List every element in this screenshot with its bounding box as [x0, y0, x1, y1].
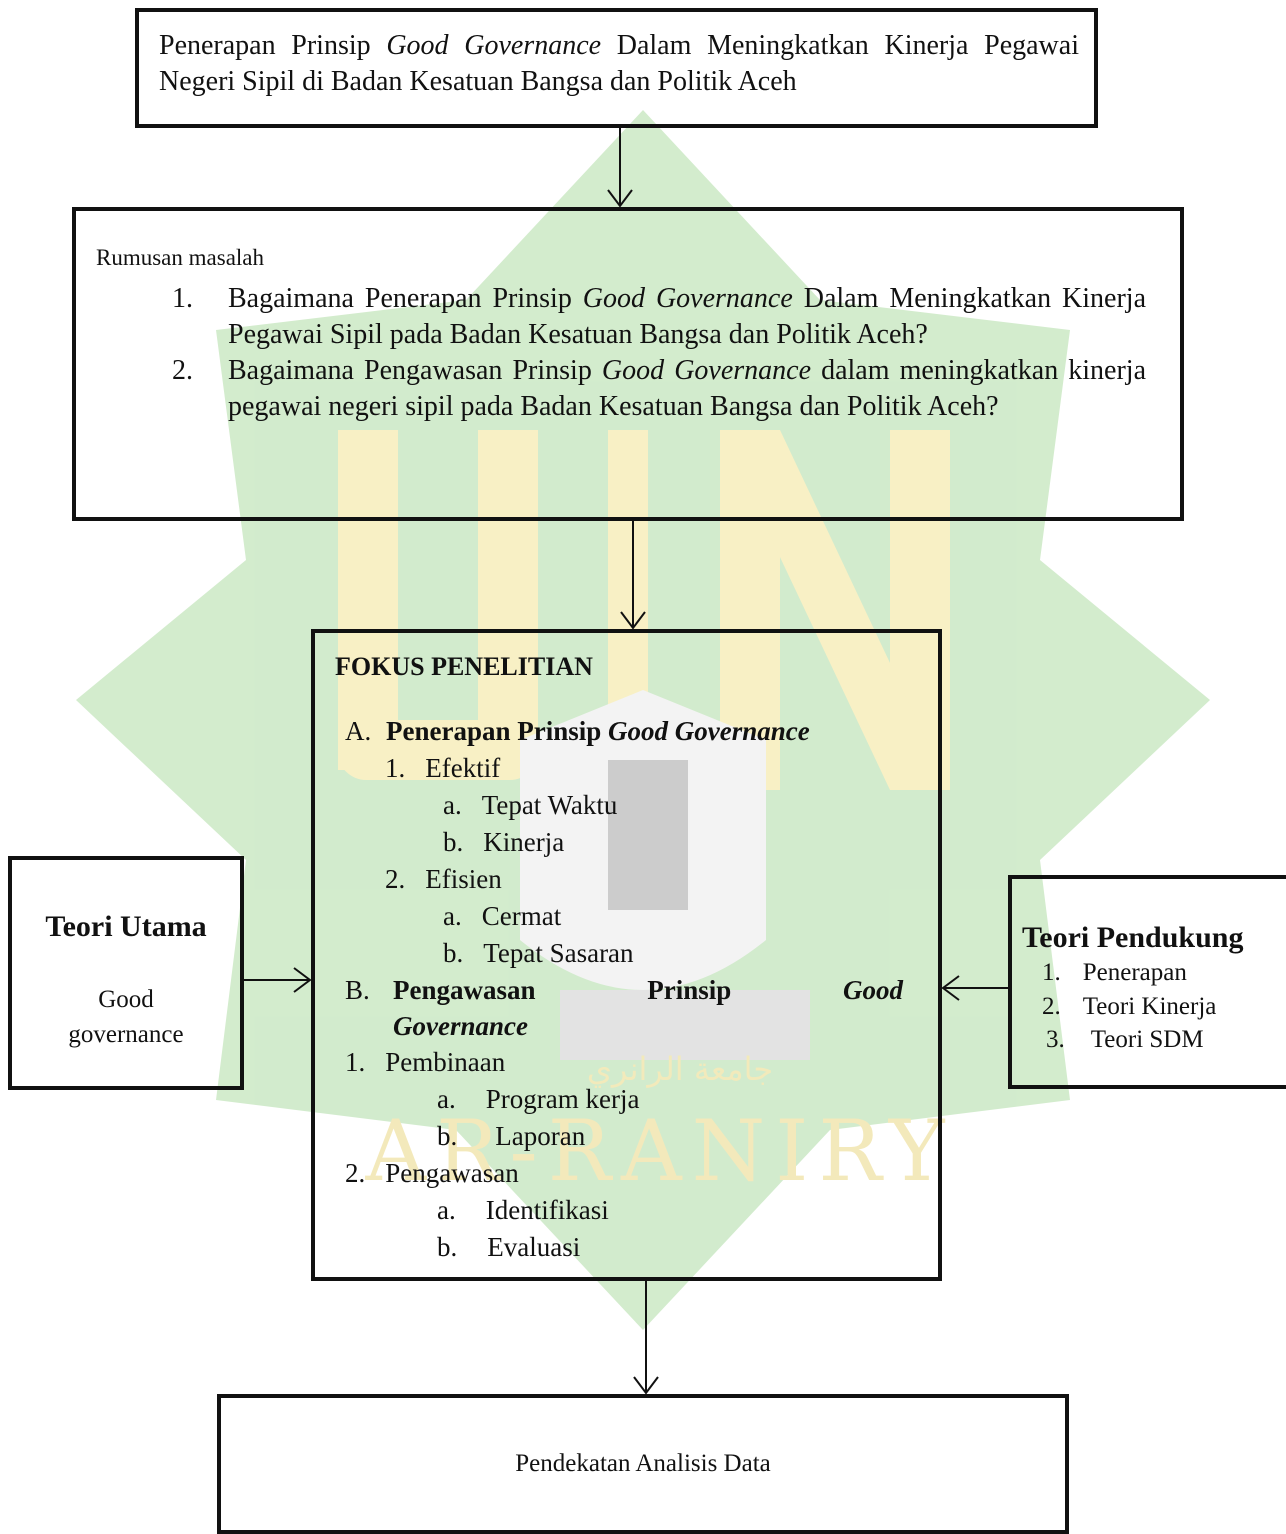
- fokus-item-b2b: b.Evaluasi: [437, 1232, 581, 1262]
- rumusan-item-number: 1.: [172, 283, 193, 314]
- watermark-ar-raniry-text: AR-RANIRY: [365, 1102, 955, 1200]
- teori-utama-title: Teori Utama: [45, 910, 207, 943]
- fokus-item-b1a: a.Program kerja: [437, 1084, 640, 1114]
- rumusan-item-text: Bagaimana Penerapan Prinsip Good Governa…: [228, 283, 1146, 350]
- teori-utama-box: Teori Utama Good governance: [8, 856, 244, 1090]
- fokus-item-b2a: a.Identifikasi: [437, 1195, 609, 1225]
- teori-pendukung-item: 2.Teori Kinerja: [1042, 993, 1217, 1020]
- teori-pendukung-box: Teori Pendukung 1.Penerapan 2.Teori Kine…: [1008, 875, 1286, 1089]
- fokus-label: B.: [345, 975, 370, 1005]
- pendekatan-text: Pendekatan Analisis Data: [515, 1450, 771, 1477]
- watermark-building: [560, 990, 810, 1060]
- teori-pendukung-title: Teori Pendukung: [1022, 921, 1244, 954]
- fokus-item-a: A. Penerapan Prinsip Good Governance: [345, 716, 810, 746]
- fokus-item-b2: 2.Pengawasan: [345, 1158, 519, 1188]
- watermark-kaaba: [608, 760, 688, 910]
- fokus-heading: FOKUS PENELITIAN: [335, 652, 593, 681]
- fokus-label: A.: [345, 716, 372, 746]
- fokus-item-a1: 1.Efektif: [385, 753, 501, 783]
- watermark-arabic-text: جامعة الرانري: [587, 1050, 773, 1088]
- fokus-item-a2a: a.Cermat: [443, 901, 562, 931]
- fokus-penelitian-box: FOKUS PENELITIAN A. Penerapan Prinsip Go…: [311, 629, 942, 1281]
- fokus-item-a2b: b.Tepat Sasaran: [443, 938, 634, 968]
- fokus-item-b1b: b.Laporan: [437, 1121, 586, 1151]
- research-title-text: Penerapan Prinsip Good Governance Dalam …: [159, 30, 1079, 97]
- rumusan-item-text: Bagaimana Pengawasan Prinsip Good Govern…: [228, 355, 1146, 422]
- teori-pendukung-item: 3.Teori SDM: [1046, 1026, 1204, 1053]
- rumusan-masalah-box: Rumusan masalah 1. Bagaimana Penerapan P…: [72, 207, 1184, 521]
- rumusan-item-number: 2.: [172, 355, 193, 386]
- fokus-item-a2: 2.Efisien: [385, 864, 502, 894]
- teori-pendukung-item: 1.Penerapan: [1042, 959, 1187, 986]
- teori-utama-body: Good governance: [68, 986, 184, 1048]
- fokus-item-a1b: b.Kinerja: [443, 827, 565, 857]
- fokus-item-b1: 1.Pembinaan: [345, 1047, 506, 1077]
- pendekatan-analisis-box: Pendekatan Analisis Data: [217, 1394, 1069, 1534]
- rumusan-heading: Rumusan masalah: [96, 245, 264, 270]
- research-title-box: Penerapan Prinsip Good Governance Dalam …: [135, 8, 1098, 128]
- fokus-item-a1a: a.Tepat Waktu: [443, 790, 618, 820]
